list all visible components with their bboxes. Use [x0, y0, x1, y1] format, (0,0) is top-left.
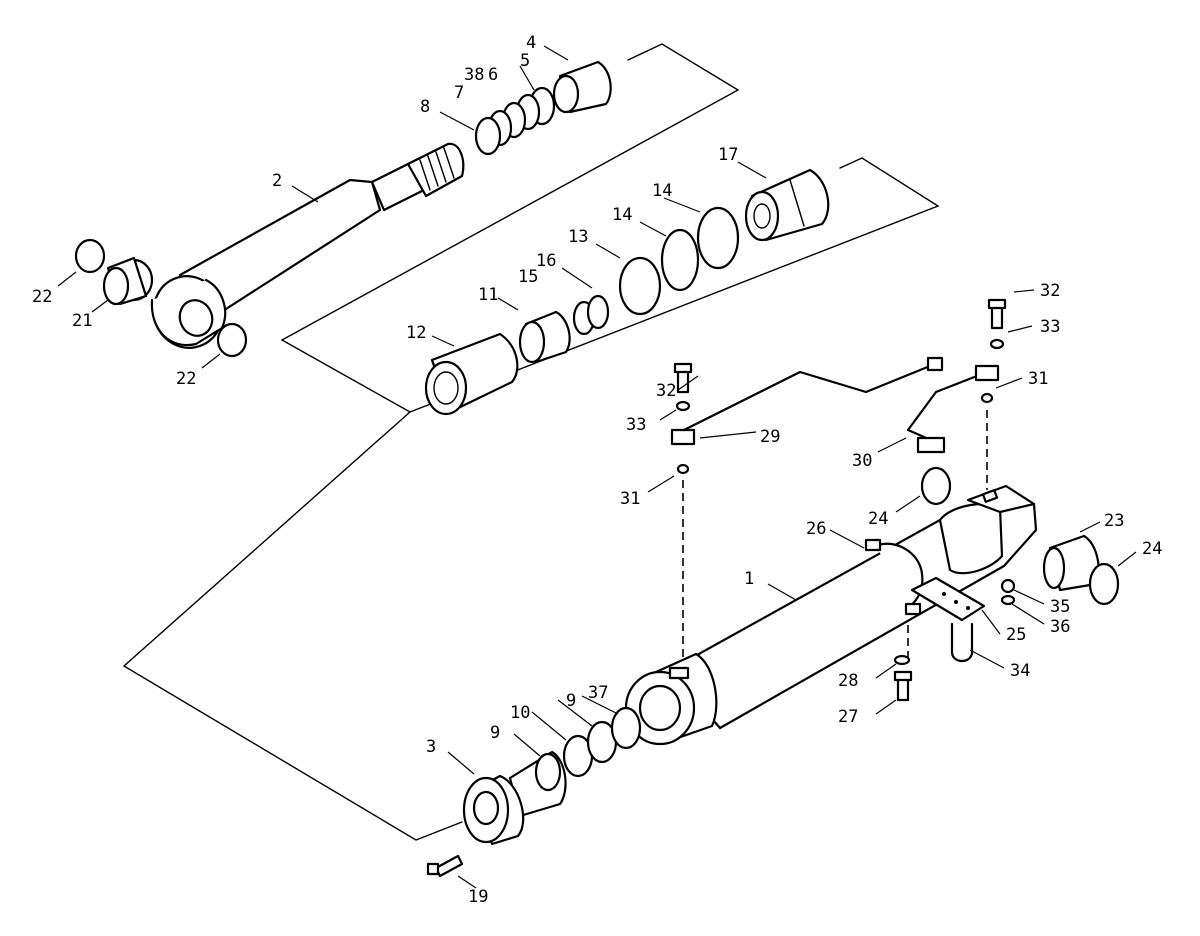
callout-1: 1 [744, 569, 754, 589]
callout-2: 2 [272, 171, 282, 191]
callout-6: 6 [488, 65, 498, 85]
bolt-19 [426, 854, 464, 878]
piston-bushing [518, 310, 571, 364]
callout-35: 35 [1050, 597, 1070, 617]
callout-14b: 14 [612, 205, 632, 225]
callout-3: 3 [426, 737, 436, 757]
callout-8: 8 [420, 97, 430, 117]
callout-29: 29 [760, 427, 780, 447]
callout-28: 28 [838, 671, 858, 691]
callout-31a: 31 [620, 489, 640, 509]
callout-26: 26 [806, 519, 826, 539]
rod-seal-set [474, 86, 556, 156]
callout-32a: 32 [656, 381, 676, 401]
seal-ring-22-lower [216, 322, 248, 358]
callout-25: 25 [1006, 625, 1026, 645]
callout-16: 16 [536, 251, 556, 271]
callout-21: 21 [72, 311, 92, 331]
callout-12: 12 [406, 323, 426, 343]
callout-19: 19 [468, 887, 488, 907]
tube-bushing-23 [1042, 534, 1100, 592]
callout-10: 10 [510, 703, 530, 723]
leader-lines [57, 45, 1137, 889]
callout-11: 11 [478, 285, 498, 305]
callout-24b: 24 [1142, 539, 1162, 559]
u-bolt-34 [950, 622, 974, 663]
o-ring-31-right [980, 392, 994, 404]
callout-34: 34 [1010, 661, 1030, 681]
assembly-reference-lines [122, 43, 988, 841]
callout-9b: 9 [566, 691, 576, 711]
piston-nut [744, 168, 830, 242]
seal-ring-24-upper [920, 466, 952, 506]
pipe-30 [906, 364, 1000, 454]
callout-23: 23 [1104, 511, 1124, 531]
piston-rod [150, 142, 465, 349]
callout-14a: 14 [652, 181, 672, 201]
piston-ring-14a [660, 228, 700, 292]
callout-32b: 32 [1040, 281, 1060, 301]
seal-37 [610, 706, 642, 750]
callout-30: 30 [852, 451, 872, 471]
callout-31b: 31 [1028, 369, 1048, 389]
washer-33-right [989, 338, 1005, 350]
o-ring-31-left [676, 463, 690, 475]
bolt-32-right [987, 298, 1007, 330]
piston-seal-13 [618, 256, 662, 316]
callout-38: 38 [464, 65, 484, 85]
seal-ring-24-right [1088, 562, 1120, 606]
callout-13: 13 [568, 227, 588, 247]
cylinder-tube [668, 484, 1038, 730]
callout-22a: 22 [32, 287, 52, 307]
washer-28 [893, 654, 911, 666]
bolt-27 [893, 670, 913, 702]
bolt-32-left [673, 362, 693, 394]
o-ring-9a [534, 752, 562, 792]
callout-33a: 33 [626, 415, 646, 435]
rod-bushing [102, 256, 154, 306]
nut-35 [1000, 578, 1016, 594]
seal-ring-22-left [74, 238, 106, 274]
callout-5: 5 [520, 51, 530, 71]
piston-ring-14b [696, 206, 740, 270]
snap-ring-16 [586, 294, 610, 330]
washer-33-left [675, 400, 691, 412]
callout-36: 36 [1050, 617, 1070, 637]
callout-24a: 24 [868, 509, 888, 529]
bracket-25 [910, 576, 986, 622]
callout-7: 7 [454, 83, 464, 103]
washer-36 [1000, 594, 1016, 606]
pipe-29 [670, 356, 944, 446]
callout-labels: 2 4 5 6 38 7 8 17 14 14 13 16 15 11 12 2… [32, 33, 1162, 907]
cylinder-head-flange [624, 652, 718, 746]
callout-22b: 22 [176, 369, 196, 389]
callout-15: 15 [518, 267, 538, 287]
callout-9a: 9 [490, 723, 500, 743]
callout-37: 37 [588, 683, 608, 703]
piston-body [424, 332, 519, 416]
callout-33b: 33 [1040, 317, 1060, 337]
callout-4: 4 [526, 33, 536, 53]
callout-17: 17 [718, 145, 738, 165]
pipe-band-clamp [864, 538, 924, 616]
rod-end-bushing [552, 60, 612, 114]
callout-27: 27 [838, 707, 858, 727]
